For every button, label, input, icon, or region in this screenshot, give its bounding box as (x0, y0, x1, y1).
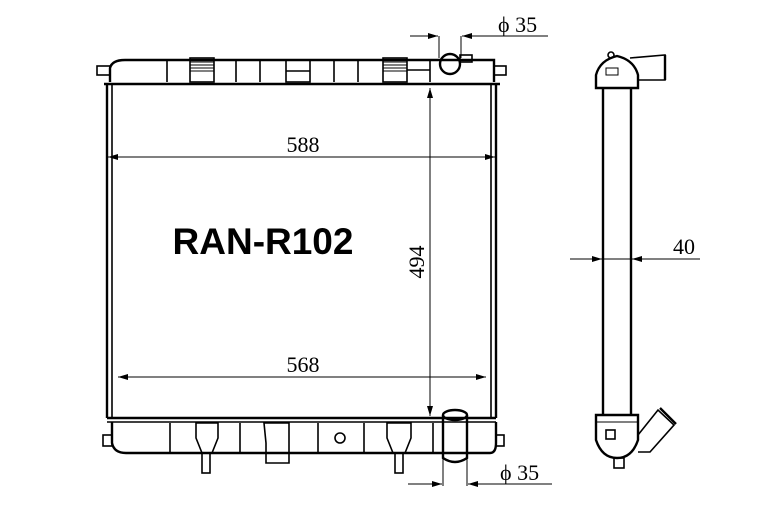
bottom-width-label: 568 (287, 352, 320, 377)
dimension-top-width: 588 (108, 132, 495, 160)
bottom-tank (102, 408, 505, 486)
core (105, 84, 498, 418)
height-label: 494 (404, 246, 429, 279)
inlet-diameter-label: ϕ 35 (498, 12, 537, 37)
dimension-inlet-diameter: ϕ 35 (410, 12, 548, 39)
dimension-bottom-width: 568 (118, 352, 486, 380)
outlet-diameter-label: ϕ 35 (500, 460, 539, 485)
depth-label: 40 (673, 234, 695, 259)
dimension-depth: 40 (570, 234, 700, 262)
filler-cap (438, 52, 462, 76)
model-code: RAN-R102 (173, 221, 354, 262)
top-tank (96, 36, 507, 86)
front-view: 588 568 494 ϕ 35 ϕ 35 RAN-R102 (96, 12, 552, 487)
dimension-outlet-diameter: ϕ 35 (408, 460, 552, 487)
side-view: 40 (570, 51, 700, 469)
dimension-height: 494 (404, 88, 433, 416)
top-width-label: 588 (287, 132, 320, 157)
